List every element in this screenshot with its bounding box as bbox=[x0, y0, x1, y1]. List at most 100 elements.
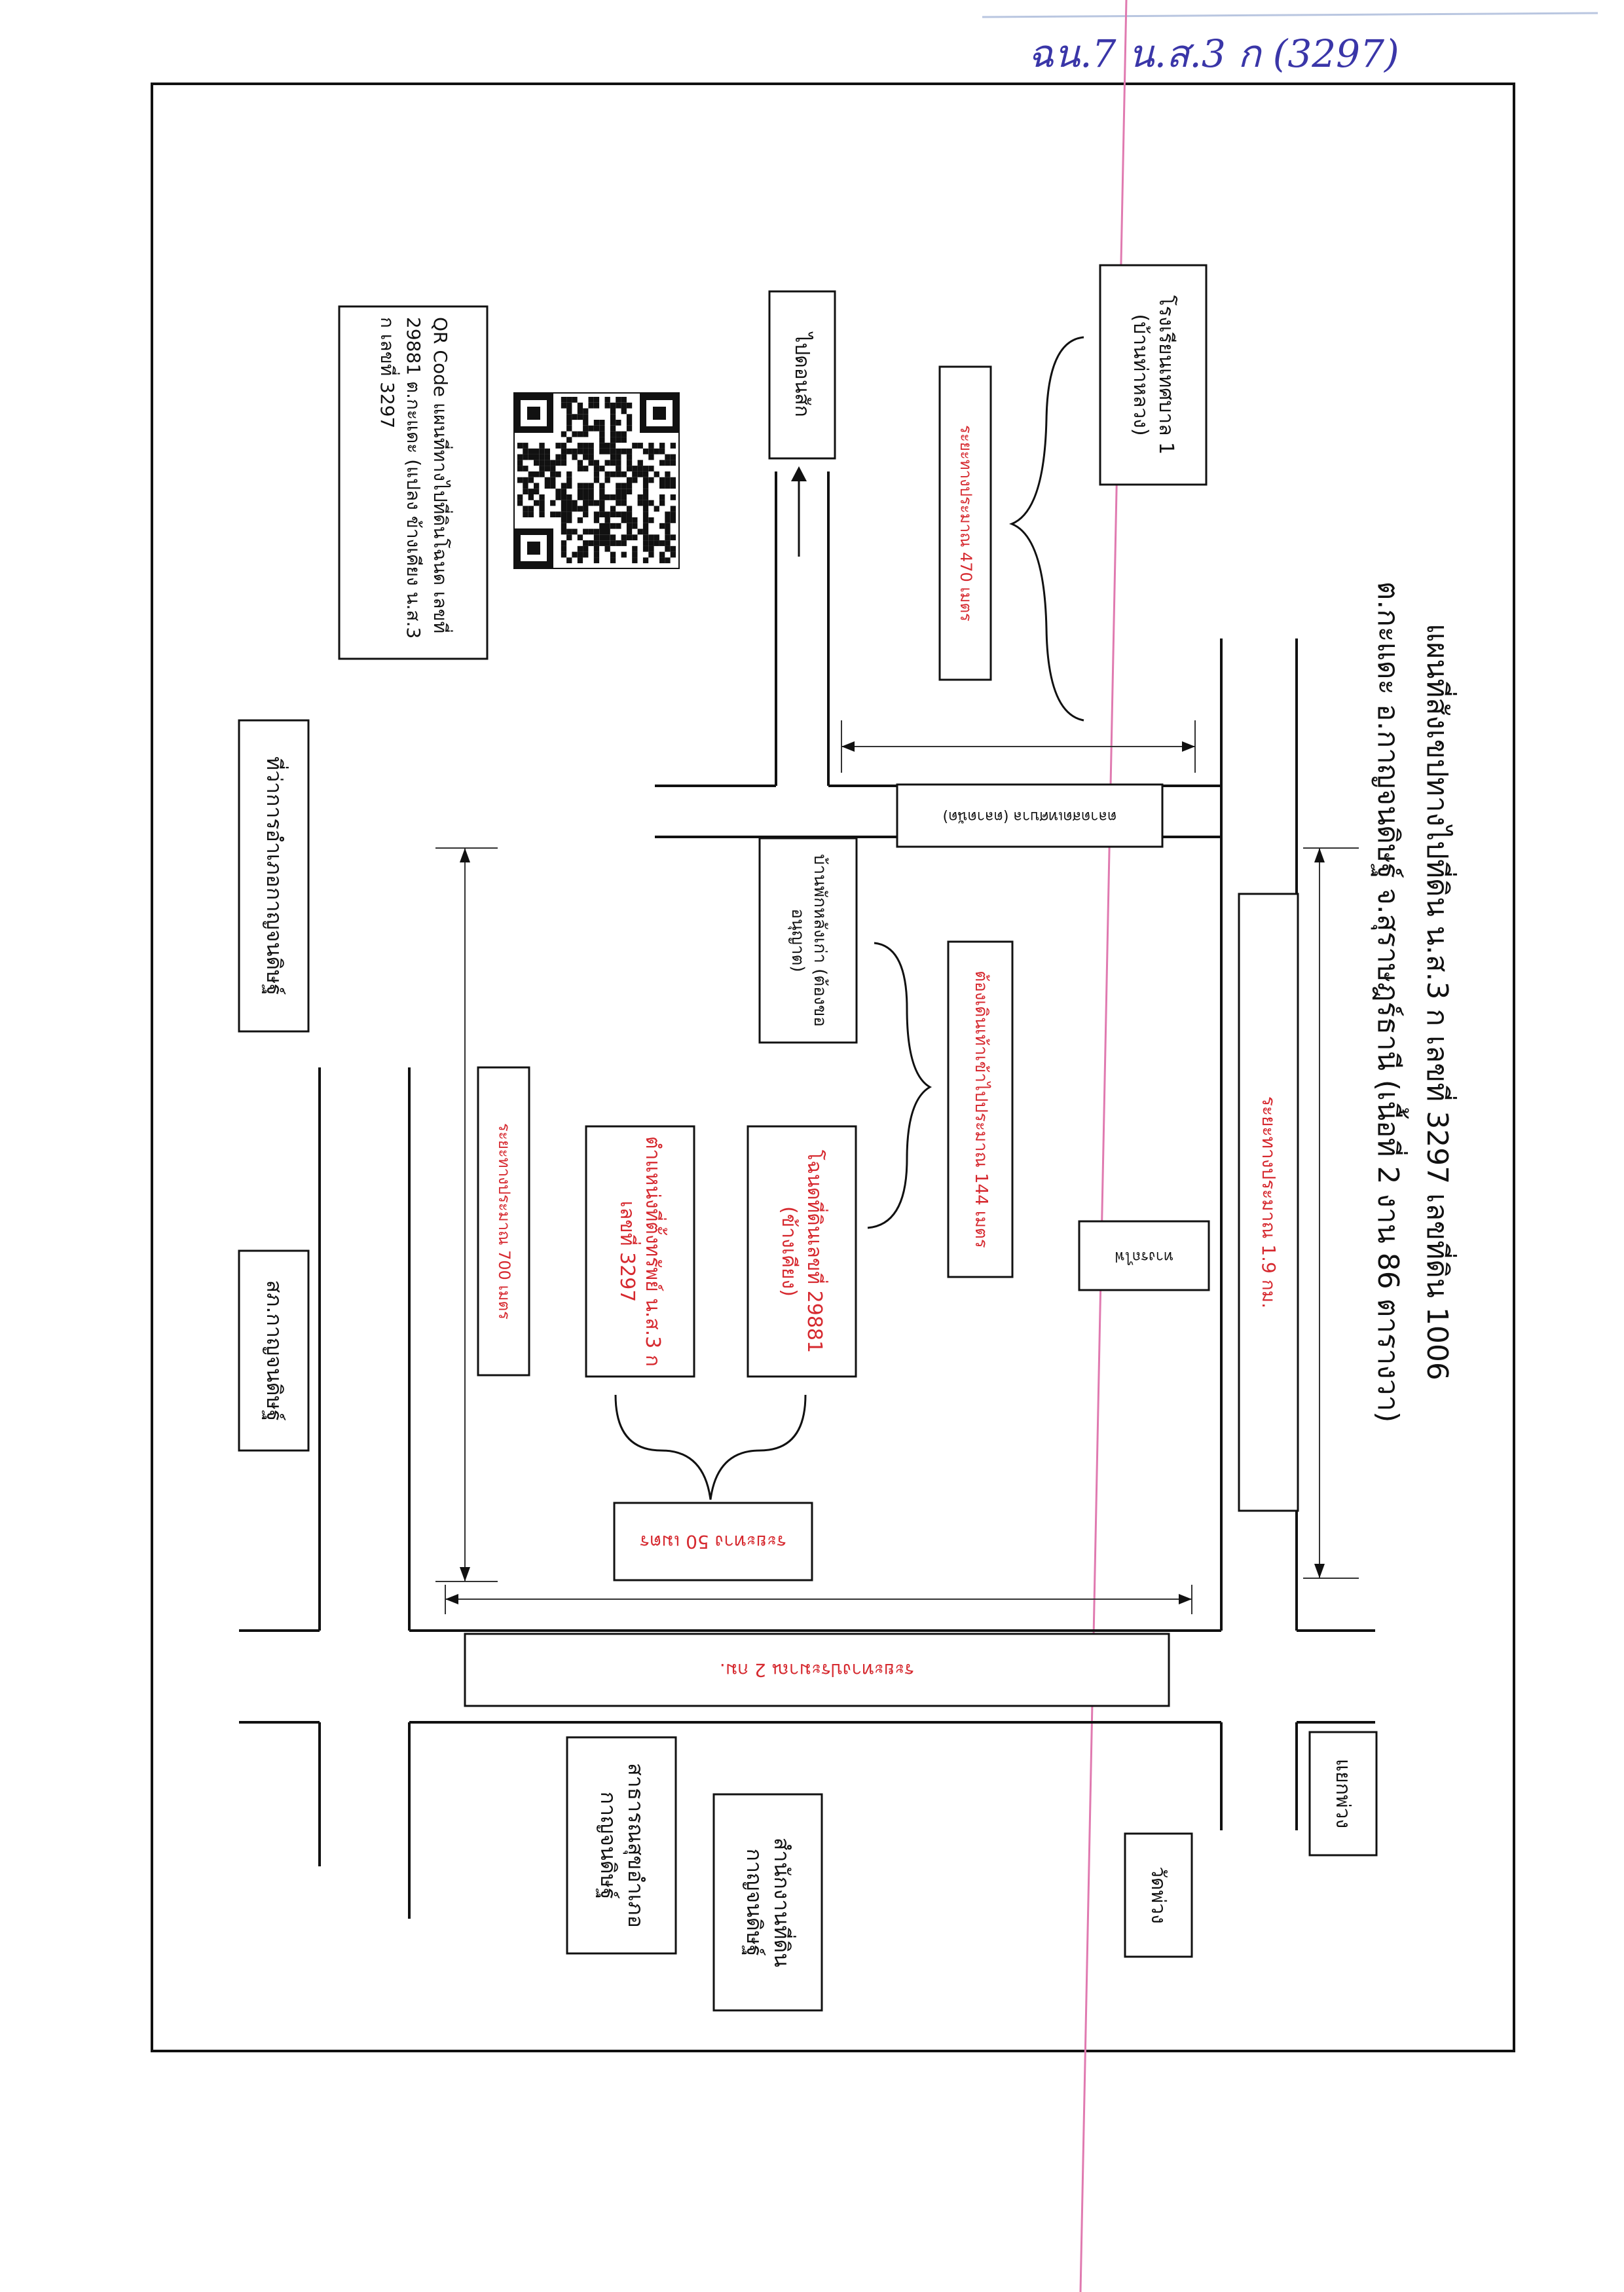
qr-module bbox=[588, 489, 594, 494]
qr-module bbox=[599, 511, 605, 517]
qr-module bbox=[610, 511, 616, 517]
qr-module bbox=[604, 545, 610, 552]
qr-module bbox=[572, 448, 578, 454]
qr-module bbox=[626, 477, 633, 483]
qr-module bbox=[621, 534, 627, 541]
qr-module bbox=[626, 528, 633, 535]
qr-module bbox=[583, 551, 589, 558]
qr-module bbox=[659, 477, 665, 483]
qr-module bbox=[616, 471, 621, 477]
qr-module bbox=[616, 460, 621, 466]
qr-module bbox=[632, 477, 638, 483]
qr-module bbox=[561, 523, 567, 529]
qr-module bbox=[539, 494, 545, 500]
distance-144-label: ต้องเดินเท้าเข้าไปประมาณ 144 เมตร bbox=[970, 970, 991, 1248]
land-office-label: สำนักงานที่ดิน กาญจนดิษฐ์ bbox=[742, 1838, 795, 1967]
handwritten-note: ฉน.7 น.ส.3 ก (3297) bbox=[1028, 31, 1399, 76]
qr-module bbox=[588, 540, 594, 546]
qr-module bbox=[610, 408, 616, 415]
qr-module bbox=[539, 506, 545, 512]
qr-module bbox=[555, 454, 561, 460]
qr-module bbox=[632, 545, 638, 552]
qr-module bbox=[616, 448, 621, 454]
qr-module bbox=[659, 494, 665, 500]
qr-module bbox=[599, 437, 605, 443]
qr-module bbox=[670, 460, 676, 466]
qr-module bbox=[561, 454, 567, 460]
qr-module bbox=[550, 471, 556, 477]
qr-module bbox=[534, 483, 540, 489]
map-title: แผนที่สังเขปทางไปที่ดิน น.ส.3 ก เลขที่ 3… bbox=[1420, 623, 1458, 1380]
qr-module bbox=[610, 506, 616, 512]
qr-module bbox=[642, 477, 649, 483]
qr-module bbox=[523, 483, 528, 489]
qr-module bbox=[583, 494, 589, 500]
qr-module bbox=[665, 523, 671, 529]
qr-module bbox=[566, 557, 572, 564]
distance-470-box: ระยะทางประมาณ 470 เมตร bbox=[938, 365, 992, 681]
qr-module bbox=[599, 489, 605, 494]
yaek-phang-label: แยกพ่วง bbox=[1331, 1758, 1355, 1829]
qr-module bbox=[517, 494, 523, 500]
qr-module bbox=[583, 431, 589, 437]
qr-module bbox=[583, 420, 589, 426]
qr-module bbox=[659, 500, 665, 506]
qr-module bbox=[583, 425, 589, 432]
qr-module bbox=[561, 483, 567, 489]
qr-module bbox=[583, 448, 589, 454]
qr-module bbox=[642, 500, 649, 506]
school-label: โรงเรียนเทศบาล 1 (บ้านท่าหลวง) bbox=[1129, 295, 1177, 455]
to-don-sak-box: ไปดอนสัก bbox=[768, 290, 836, 460]
qr-module bbox=[588, 500, 594, 506]
qr-module bbox=[523, 506, 528, 512]
qr-module bbox=[577, 517, 583, 523]
qr-module bbox=[621, 483, 627, 489]
qr-module bbox=[528, 506, 534, 512]
qr-module bbox=[665, 477, 671, 483]
qr-module bbox=[665, 534, 671, 541]
qr-module bbox=[577, 483, 583, 489]
qr-module bbox=[583, 506, 589, 512]
qr-module bbox=[572, 414, 578, 420]
qr-module bbox=[577, 466, 583, 471]
qr-module bbox=[593, 534, 600, 541]
rail-crossing-box: ทางรถไฟ bbox=[1078, 1220, 1210, 1291]
qr-module bbox=[665, 511, 671, 517]
qr-module bbox=[588, 397, 594, 403]
qr-module bbox=[588, 528, 594, 535]
qr-module bbox=[561, 448, 567, 454]
qr-module bbox=[621, 397, 627, 403]
wat-phang-label: วัดพ่วง bbox=[1147, 1866, 1170, 1924]
qr-module bbox=[637, 494, 643, 500]
qr-module bbox=[539, 471, 545, 477]
distance-50-box: ระยะทาง 50 เมตร bbox=[613, 1502, 813, 1581]
qr-module bbox=[604, 517, 610, 523]
qr-module bbox=[528, 448, 534, 454]
qr-module bbox=[642, 557, 649, 564]
qr-module bbox=[637, 466, 643, 471]
qr-module bbox=[642, 545, 649, 552]
distance-1-9-box: ระยะทางประมาณ 1.9 กม. bbox=[1238, 893, 1299, 1512]
qr-module bbox=[648, 534, 654, 541]
qr-module bbox=[577, 506, 583, 512]
qr-module bbox=[621, 437, 627, 443]
qr-module bbox=[539, 448, 545, 454]
qr-module bbox=[566, 408, 572, 415]
qr-module bbox=[610, 494, 616, 500]
qr-module bbox=[604, 540, 610, 546]
qr-module bbox=[659, 443, 665, 449]
qr-module bbox=[621, 471, 627, 477]
qr-caption: QR Code แผนที่ทางไปที่ดินโฉนด เลขที่ 298… bbox=[376, 317, 451, 639]
qr-module bbox=[523, 511, 528, 517]
qr-module bbox=[642, 494, 649, 500]
qr-module bbox=[583, 466, 589, 471]
qr-module bbox=[561, 551, 567, 558]
qr-module bbox=[626, 425, 633, 432]
qr-module bbox=[610, 420, 616, 426]
qr-module bbox=[583, 540, 589, 546]
qr-module bbox=[566, 437, 572, 443]
qr-module bbox=[523, 448, 528, 454]
qr-module bbox=[637, 471, 643, 477]
qr-module bbox=[670, 545, 676, 552]
